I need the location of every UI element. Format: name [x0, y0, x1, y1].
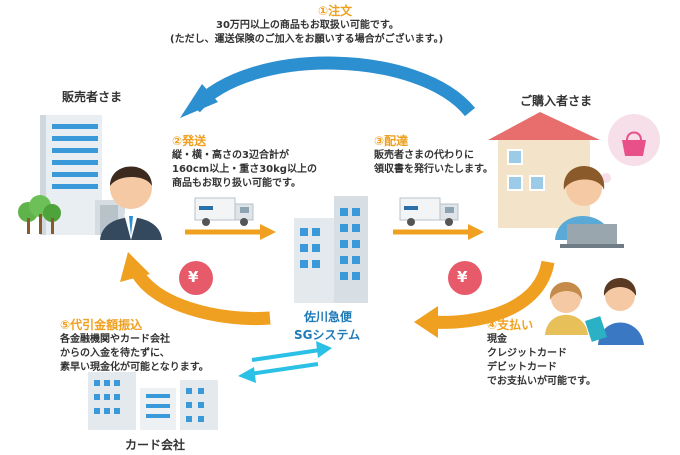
- order-line2: (ただし、運送保険のご加入をお願いする場合がございます。): [170, 34, 444, 45]
- seller-label: 販売者さま: [62, 90, 123, 104]
- payment-line3: デビットカード: [487, 362, 557, 373]
- yen-symbol-left: ¥: [188, 268, 199, 286]
- yen-symbol-right: ¥: [457, 268, 468, 286]
- center-line1: 佐川急便: [304, 310, 353, 324]
- card-company-label: カード会社: [125, 438, 186, 452]
- businessman-icon: [100, 166, 162, 240]
- tree-icon: [18, 195, 61, 234]
- delivery-line2: 領収書を発行いたします。: [374, 164, 493, 175]
- order-line1: 30万円以上の商品もお取扱い可能です。: [216, 20, 399, 31]
- payment-line1: 現金: [487, 334, 507, 345]
- center-line2: SGシステム: [294, 328, 361, 342]
- shipping-line3: 商品もお取り扱い可能です。: [172, 178, 301, 189]
- card-company-buildings-icon: [88, 372, 218, 430]
- payment-title: ④支払い: [487, 318, 534, 332]
- buyer-label: ご購入者さま: [520, 94, 593, 108]
- transfer-line2: からの入金を待たずに、: [60, 348, 170, 359]
- woman-laptop-icon: [555, 166, 624, 248]
- delivery-arrow: [393, 224, 484, 240]
- sagawa-building-icon: [294, 196, 368, 303]
- yen-icon: [448, 261, 482, 295]
- order-title: ①注文: [318, 4, 353, 18]
- payment-arrow: [414, 260, 555, 338]
- delivery-title: ③配達: [374, 134, 409, 148]
- exchange-arrows: [238, 341, 332, 383]
- shipping-title: ②発送: [172, 134, 207, 148]
- truck-icon: [194, 197, 254, 226]
- payment-line4: でお支払いが可能です。: [487, 376, 596, 387]
- transfer-line3: 素早い現金化が可能となります。: [60, 362, 209, 373]
- transfer-arrow: [120, 252, 271, 326]
- transfer-title: ⑤代引金額振込: [60, 318, 143, 332]
- payment-line2: クレジットカード: [487, 348, 567, 359]
- shopping-bag-icon: [594, 114, 660, 193]
- shipping-arrow: [185, 224, 276, 240]
- yen-icon: [179, 261, 213, 295]
- truck-icon: [399, 197, 459, 226]
- transfer-line1: 各金融機関やカード会社: [60, 334, 170, 345]
- shipping-line2: 160cm以上・重さ30kg以上の: [172, 164, 317, 175]
- shipping-line1: 縦・横・高さの3辺合計が: [172, 150, 289, 161]
- card-payment-people-icon: [545, 278, 644, 345]
- order-arrow: [180, 56, 476, 118]
- delivery-line1: 販売者さまの代わりに: [374, 150, 474, 161]
